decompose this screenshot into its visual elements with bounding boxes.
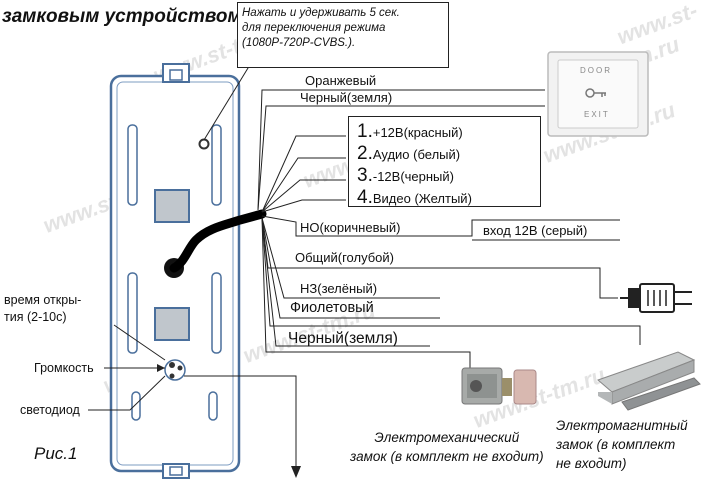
mounting-slot	[211, 124, 222, 206]
electromechanical-lock-caption: Электромеханический замок (в комплект не…	[350, 430, 544, 464]
connector-pinout: 1.+12В(красный) 2.Аудио (белый) 3.-12В(ч…	[348, 116, 541, 209]
pin-label: +12В(красный)	[372, 125, 463, 140]
pin-number: 3.	[357, 165, 373, 186]
bottom-clip	[162, 463, 190, 479]
mounting-slot	[127, 124, 138, 206]
wire-label-black-ground: Черный(земля)	[300, 90, 393, 105]
screw-cover	[154, 307, 190, 341]
volume-label: Громкость	[34, 361, 94, 375]
cable	[169, 209, 267, 273]
mode-switch-callout: Нажать и удерживать 5 сек. для переключе…	[237, 2, 449, 68]
exit-button	[547, 51, 649, 137]
wires	[203, 31, 641, 370]
wire-label-input-12v: вход 12В (серый)	[483, 223, 588, 238]
pin-number: 2.	[357, 143, 373, 164]
volume-arrow	[184, 375, 297, 470]
pinout-row: 1.+12В(красный)	[357, 121, 532, 143]
wire-label-common: Общий(голубой)	[295, 250, 395, 265]
callout-line: Нажать и удерживать 5 сек.	[242, 7, 400, 19]
wire-label-orange: Оранжевый	[305, 73, 377, 88]
wire-label-no: НО(коричневый)	[300, 220, 401, 235]
controls-group	[164, 359, 186, 381]
pin-label: Видео (Желтый)	[372, 191, 472, 206]
page-heading: замковым устройством.	[2, 6, 247, 27]
wire-label-violet: Фиолетовый	[290, 300, 374, 316]
screw-cover	[154, 189, 190, 223]
pinout-row: 3.-12В(черный)	[357, 165, 532, 187]
electromechanical-lock-icon	[461, 367, 537, 405]
pinout-row: 4.Видео (Желтый)	[357, 187, 532, 209]
mounting-slot	[127, 272, 138, 354]
electromagnetic-lock-icon	[597, 351, 701, 411]
exit-button-top-text: DOOR	[580, 66, 612, 75]
mounting-slot	[211, 272, 222, 354]
pinout-row: 2.Аудио (белый)	[357, 143, 532, 165]
electromagnetic-lock-caption: Электромагнитный замок (в комплект не вх…	[556, 418, 688, 471]
exit-button-bottom-text: EXIT	[584, 110, 610, 119]
pin-label: Аудио (белый)	[372, 147, 461, 162]
callout-line: (1080P-720P-CVBS.).	[242, 37, 356, 49]
wire-label-black-ground-2: Черный(земля)	[288, 330, 398, 347]
callout-line: для переключения режима	[242, 22, 386, 34]
mode-button	[198, 138, 210, 150]
pin-number: 4.	[357, 187, 373, 208]
figure-label: Рис.1	[34, 444, 78, 463]
power-adapter-icon	[620, 283, 692, 313]
led-label: светодиод	[20, 403, 80, 417]
wire-label-nc: НЗ(зелёный)	[300, 281, 378, 296]
pin-number: 1.	[357, 121, 373, 142]
open-time-label: время откры- тия (2-10с)	[4, 293, 82, 324]
pin-label: -12В(черный)	[372, 169, 454, 184]
